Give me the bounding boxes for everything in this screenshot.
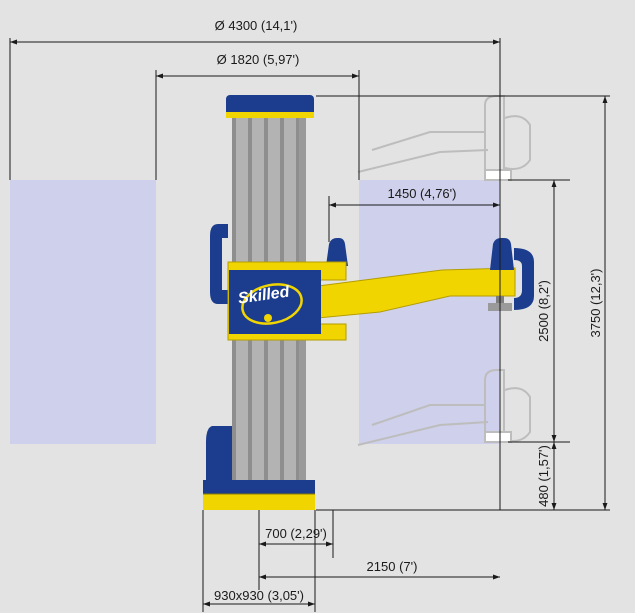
column-base-top (203, 480, 315, 494)
column-top-cap (226, 95, 314, 116)
left-vehicle-zone (10, 180, 156, 444)
extension-lines (9, 38, 610, 612)
arm-reach-label: 1450 (4,76') (388, 186, 457, 201)
saddle-post-left (326, 238, 348, 266)
right-vehicle-zone (359, 180, 499, 444)
overall-diameter-label: Ø 4300 (14,1') (215, 18, 298, 33)
arm-handle (514, 248, 534, 310)
column-base-bracket (206, 426, 232, 480)
saddle-post-right (490, 238, 514, 270)
logo-swoosh (241, 283, 303, 325)
base-size-label: 930x930 (3,05') (214, 588, 304, 603)
min-height-label: 480 (1,57') (536, 445, 551, 507)
lift-arm (317, 267, 516, 319)
column-top-plate (226, 112, 314, 118)
column-base-plate (203, 494, 315, 510)
column-offset-label: 700 (2,29') (265, 526, 327, 541)
dimension-lines (10, 39, 608, 607)
lift-stroke-label: 2500 (8,2') (536, 280, 551, 342)
lift-handle (210, 224, 228, 304)
total-height-label: 3750 (12,3') (588, 269, 603, 338)
lift-carriage: Skilled (227, 238, 534, 341)
inner-diameter-label: Ø 1820 (5,97') (217, 52, 300, 67)
axis-distance-label: 2150 (7') (367, 559, 418, 574)
logo-dot (264, 314, 272, 322)
ghost-arm-top (357, 95, 531, 181)
ghost-arm-bottom (357, 369, 531, 446)
